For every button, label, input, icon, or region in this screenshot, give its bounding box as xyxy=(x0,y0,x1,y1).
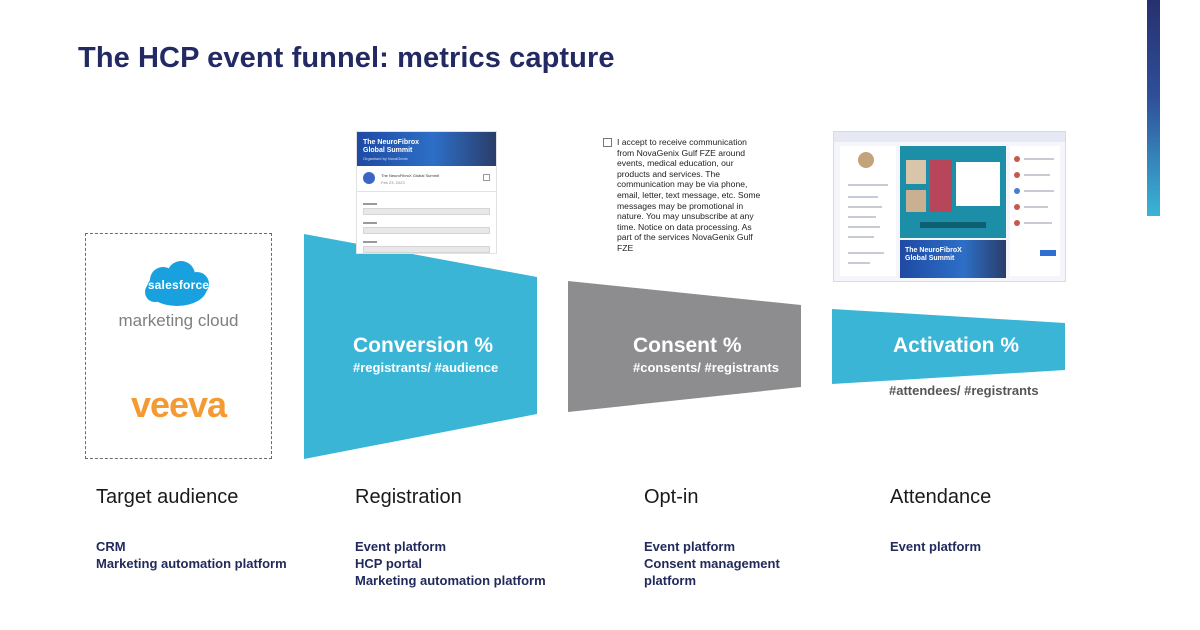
tool-item: Consent management xyxy=(644,556,780,571)
consent-formula: #consents/ #registrants xyxy=(633,360,779,375)
field-label xyxy=(363,203,377,205)
stage-label-registration: Registration xyxy=(355,486,462,508)
stage-label-attendance: Attendance xyxy=(890,486,992,508)
salesforce-cloud-icon xyxy=(145,261,209,306)
consent-checkbox-block: I accept to receive communication from N… xyxy=(603,137,764,254)
presentation-graphic xyxy=(930,160,952,212)
chat-line xyxy=(1024,174,1050,176)
tool-item: HCP portal xyxy=(355,556,422,571)
sidebar-line xyxy=(848,206,882,208)
accent-bar xyxy=(1147,0,1160,216)
tool-item: Event platform xyxy=(644,539,736,554)
participant-tile xyxy=(906,160,926,184)
field-label xyxy=(363,241,377,243)
banner-title-line: The NeuroFibrox xyxy=(363,139,420,146)
tool-item: CRM xyxy=(96,539,126,554)
activation-formula: #attendees/ #registrants xyxy=(889,383,1039,398)
divider xyxy=(357,191,496,192)
chat-line xyxy=(1024,158,1054,160)
tool-item: Event platform xyxy=(890,539,982,554)
slide-title: The HCP event funnel: metrics capture xyxy=(78,42,615,74)
video-controls[interactable] xyxy=(920,222,986,228)
banner-subtitle: Organised by NovaGenix xyxy=(363,156,408,161)
chat-avatar xyxy=(1014,188,1020,194)
platform-sidebar xyxy=(840,146,896,276)
event-platform-thumbnail: The NeuroFibroX Global Summit xyxy=(833,131,1066,282)
poll-panel xyxy=(956,162,1000,206)
event-logo-icon xyxy=(363,172,375,184)
speaker-avatar xyxy=(858,152,874,168)
tools-registration: Event platform HCP portal Marketing auto… xyxy=(355,538,546,589)
sidebar-line xyxy=(848,252,884,254)
banner-title-line: Global Summit xyxy=(905,255,955,262)
sidebar-line xyxy=(848,196,878,198)
marketing-cloud-logo-text: marketing cloud xyxy=(118,311,239,330)
stage-label-target-audience: Target audience xyxy=(96,486,239,508)
sidebar-line xyxy=(848,236,874,238)
salesforce-logo-text: salesforce xyxy=(147,278,210,292)
banner-title-line: Global Summit xyxy=(363,147,413,154)
crm-logos-box: salesforce marketing cloud veeva xyxy=(85,233,272,459)
sidebar-line xyxy=(848,262,870,264)
event-date: Feb 23, 2023 xyxy=(381,180,405,185)
tool-item: Marketing automation platform xyxy=(96,556,287,571)
tools-target-audience: CRM Marketing automation platform xyxy=(96,538,287,572)
activation-title: Activation % xyxy=(893,334,1020,357)
email-field[interactable] xyxy=(363,246,490,253)
chat-avatar xyxy=(1014,204,1020,210)
consent-checkbox[interactable] xyxy=(603,138,612,147)
field-label xyxy=(363,222,377,224)
sidebar-line xyxy=(848,184,888,186)
chat-avatar xyxy=(1014,220,1020,226)
event-name: The NeuroFibroX Global Summit xyxy=(381,173,440,178)
last-name-field[interactable] xyxy=(363,227,490,234)
tool-item: platform xyxy=(644,573,696,588)
tool-item: Event platform xyxy=(355,539,447,554)
conversion-formula: #registrants/ #audience xyxy=(353,360,499,375)
platform-top-bar xyxy=(834,132,1065,142)
tool-item: Marketing automation platform xyxy=(355,573,546,588)
video-stage xyxy=(900,146,1006,238)
stage-label-opt-in: Opt-in xyxy=(644,486,699,508)
send-button[interactable] xyxy=(1040,250,1056,256)
calendar-icon xyxy=(483,174,490,181)
registration-form-thumbnail: The NeuroFibrox Global Summit Organised … xyxy=(356,131,497,254)
funnel-stage-consent xyxy=(568,281,801,412)
tools-opt-in: Event platform Consent management platfo… xyxy=(644,538,780,589)
first-name-field[interactable] xyxy=(363,208,490,215)
chat-line xyxy=(1024,206,1048,208)
banner-title-line: The NeuroFibroX xyxy=(905,247,962,254)
consent-text: I accept to receive communication from N… xyxy=(617,137,761,253)
sidebar-line xyxy=(848,226,880,228)
participant-tile xyxy=(906,190,926,212)
platform-event-banner: The NeuroFibroX Global Summit xyxy=(900,240,1006,278)
conversion-title: Conversion % xyxy=(353,334,494,357)
tools-attendance: Event platform xyxy=(890,538,981,555)
consent-title: Consent % xyxy=(633,334,742,357)
veeva-logo: veeva xyxy=(130,384,227,425)
chat-line xyxy=(1024,190,1054,192)
chat-panel xyxy=(1010,146,1060,276)
sidebar-line xyxy=(848,216,876,218)
chat-line xyxy=(1024,222,1052,224)
registration-banner: The NeuroFibrox Global Summit Organised … xyxy=(357,132,496,166)
chat-avatar xyxy=(1014,172,1020,178)
funnel-stage-conversion xyxy=(304,234,537,459)
chat-avatar xyxy=(1014,156,1020,162)
funnel-stage-activation xyxy=(832,309,1065,384)
